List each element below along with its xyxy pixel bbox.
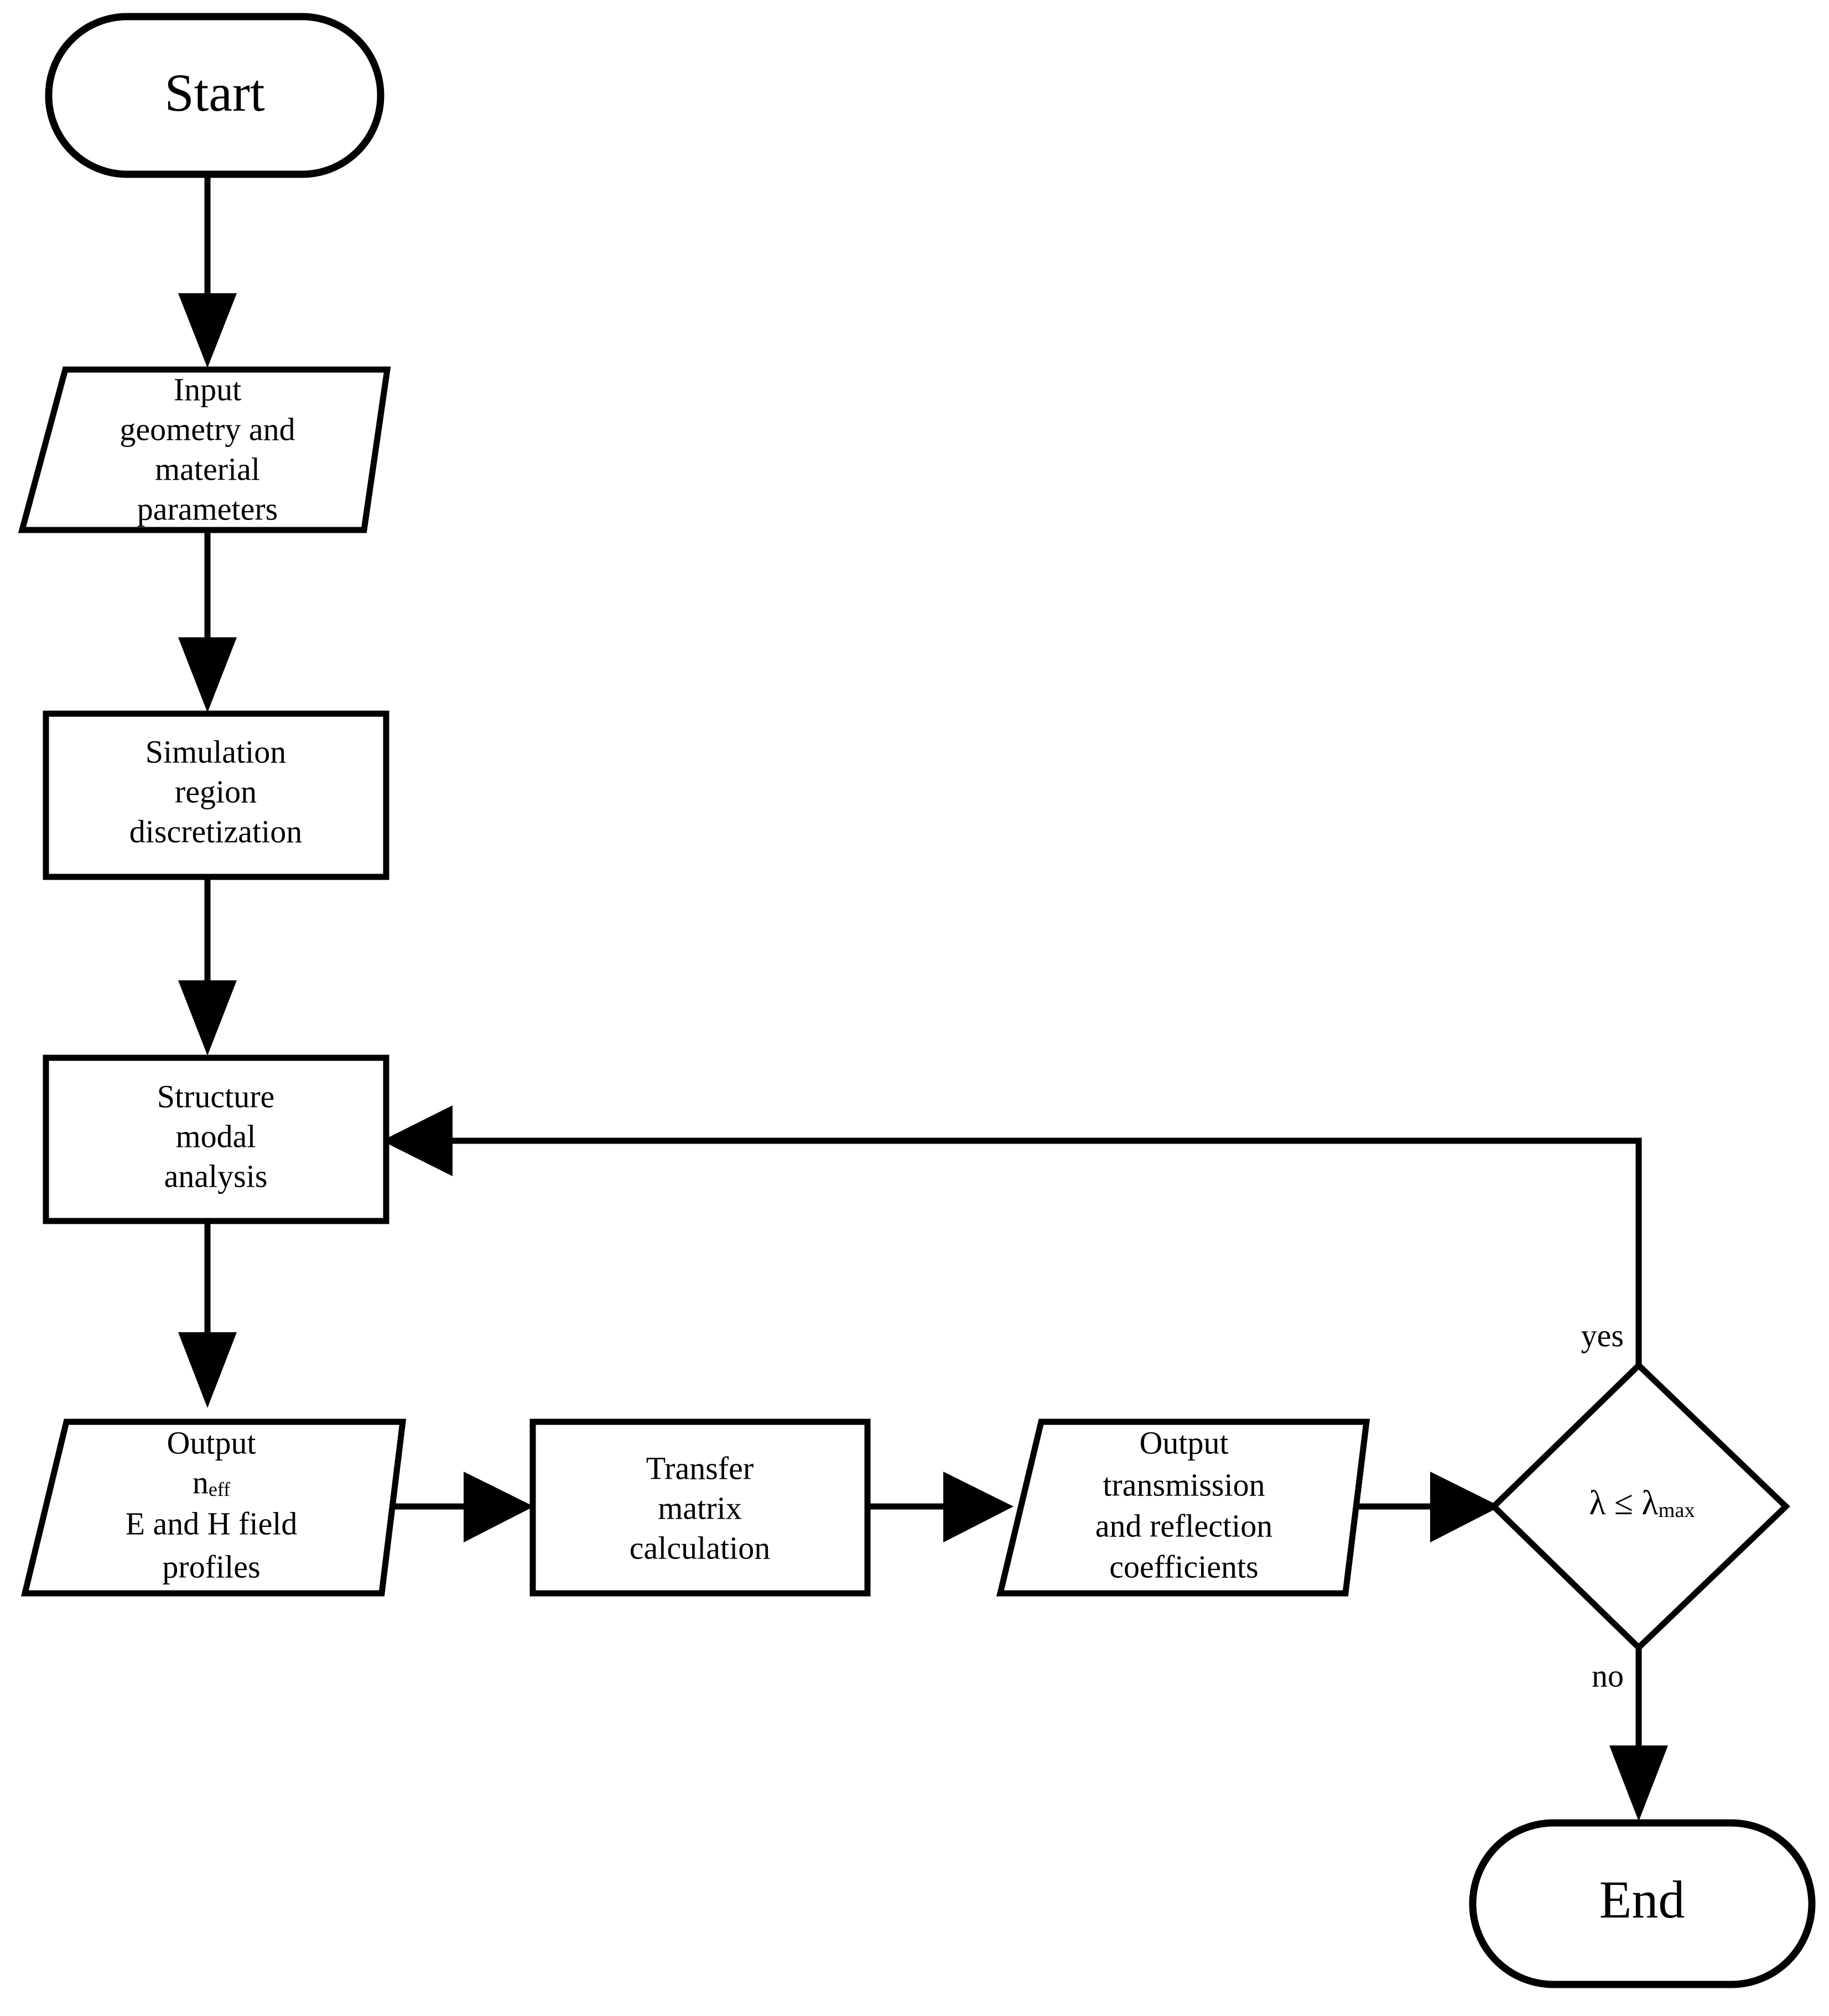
node-outputneff-line1: Output xyxy=(167,1425,256,1461)
node-transfer-matrix[interactable]: Transfer matrix calculation xyxy=(529,1419,871,1597)
node-output-coefficients[interactable]: Output transmission and reflection coeff… xyxy=(996,1419,1370,1597)
edge-label-yes: yes xyxy=(1581,1317,1624,1353)
node-transfer-line2: matrix xyxy=(658,1490,741,1526)
node-input-line3: material xyxy=(155,451,260,487)
node-input-line1: Input xyxy=(174,371,241,407)
node-decision-condition-base: λ ≤ λ xyxy=(1589,1484,1658,1522)
node-start-label: Start xyxy=(164,63,265,122)
edge-decision-yes-loop xyxy=(382,1105,1642,1365)
node-discretization-line1: Simulation xyxy=(146,734,287,770)
node-outputcoeff-line2: transmission xyxy=(1103,1467,1265,1503)
node-decision-condition-sub: max xyxy=(1659,1499,1695,1522)
node-start[interactable]: Start xyxy=(45,13,384,178)
node-discretization-line3: discretization xyxy=(129,813,302,849)
node-input-parameters[interactable]: Input geometry and material parameters xyxy=(18,366,391,533)
node-decision-condition: λ ≤ λmax xyxy=(1589,1484,1695,1522)
node-modal-line3: analysis xyxy=(164,1158,268,1194)
node-decision[interactable]: λ ≤ λmax xyxy=(1489,1361,1790,1652)
node-end-label: End xyxy=(1599,1870,1685,1929)
node-outputneff-line3: E and H field xyxy=(126,1505,298,1541)
edge-start-to-input xyxy=(178,172,237,368)
node-end[interactable]: End xyxy=(1469,1819,1816,1988)
node-transfer-line3: calculation xyxy=(630,1530,770,1566)
edge-transfer-to-outputcoeff xyxy=(867,1472,1014,1542)
node-modal-line2: modal xyxy=(176,1118,256,1154)
node-output-neff[interactable]: Output neff E and H field profiles xyxy=(21,1419,407,1597)
edge-input-to-discretization xyxy=(178,531,237,713)
edge-decision-no-to-end xyxy=(1609,1648,1668,1821)
edge-outputneff-to-transfer xyxy=(387,1472,534,1542)
node-outputneff-line2: neff xyxy=(193,1464,230,1500)
node-modal-analysis[interactable]: Structure modal analysis xyxy=(43,1054,389,1224)
node-outputcoeff-line4: coefficients xyxy=(1109,1549,1258,1584)
node-input-line4: parameters xyxy=(137,491,278,527)
node-outputneff-line4: profiles xyxy=(162,1549,260,1584)
node-input-line2: geometry and xyxy=(119,411,295,447)
node-modal-line1: Structure xyxy=(157,1078,275,1114)
edge-label-no: no xyxy=(1592,1658,1624,1693)
node-outputcoeff-line3: and reflection xyxy=(1095,1508,1272,1544)
node-outputneff-neff-sub: eff xyxy=(209,1478,230,1500)
node-discretization[interactable]: Simulation region discretization xyxy=(43,710,389,880)
node-transfer-line1: Transfer xyxy=(646,1450,754,1486)
node-outputcoeff-line1: Output xyxy=(1139,1425,1228,1461)
node-discretization-line2: region xyxy=(175,773,257,809)
edge-modal-to-output-neff xyxy=(178,1222,237,1408)
node-outputneff-neff-base: n xyxy=(193,1464,209,1500)
edge-discretization-to-modal xyxy=(178,874,237,1056)
edge-outputcoeff-to-decision xyxy=(1350,1472,1500,1542)
